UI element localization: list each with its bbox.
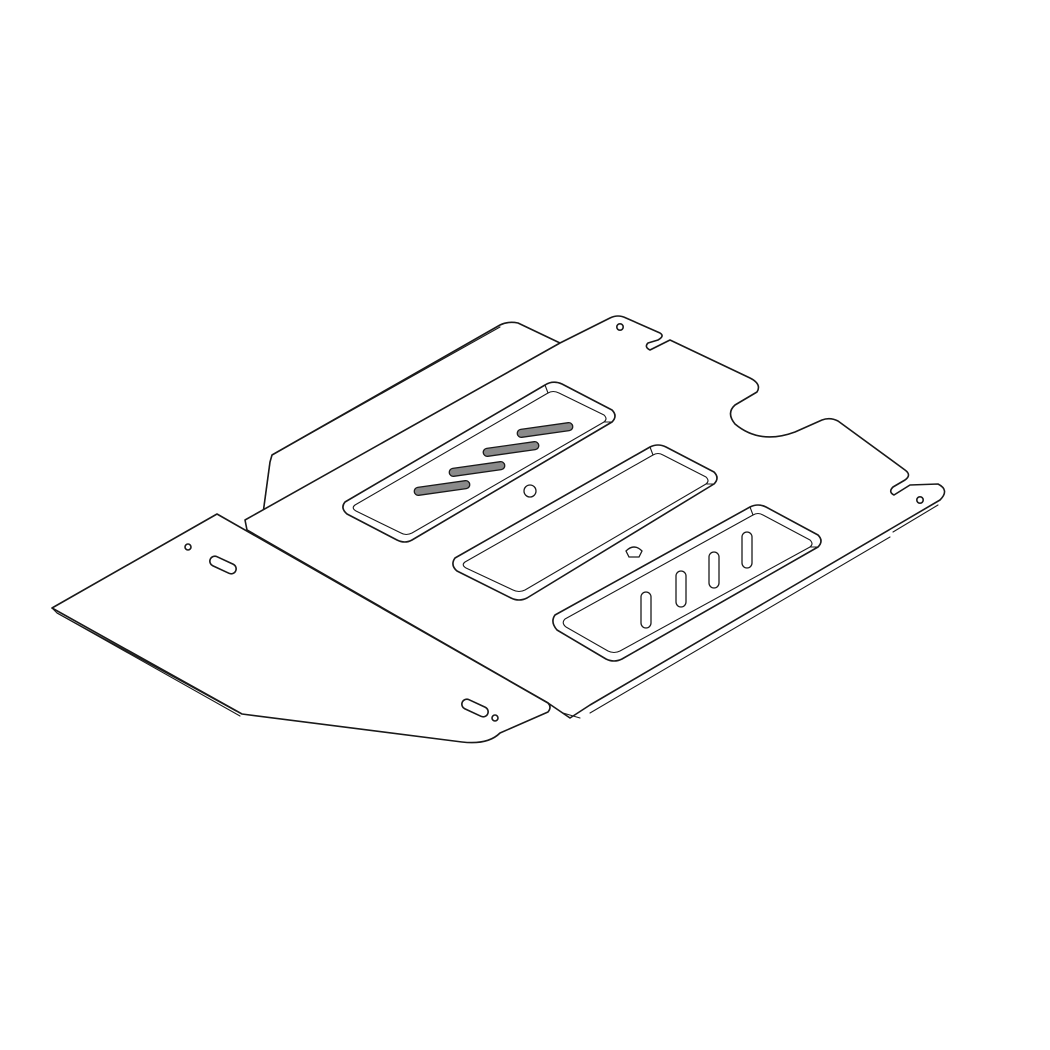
front-slot-left [209,555,237,575]
drain-hole-top [523,484,537,498]
vent-bar-3 [708,551,720,589]
vent-bar-2 [675,570,687,608]
front-plate [51,513,551,744]
pocket-bottom [552,504,822,662]
vent-slot-3 [482,441,540,457]
mounting-hole-top [615,322,624,331]
front-mounting-hole-right [491,714,499,722]
vent-bar-4 [741,531,753,569]
mounting-hole-right [915,495,924,504]
vent-slot-2 [448,461,506,477]
pocket-middle [452,444,718,601]
front-slot-right [461,698,489,718]
vent-slot-4 [516,422,574,438]
vent-bar-1 [640,591,652,629]
front-mounting-hole-left [184,543,192,551]
drain-hole-bottom [625,546,643,558]
pocket-top [342,381,616,543]
vent-slot-1 [413,480,471,496]
